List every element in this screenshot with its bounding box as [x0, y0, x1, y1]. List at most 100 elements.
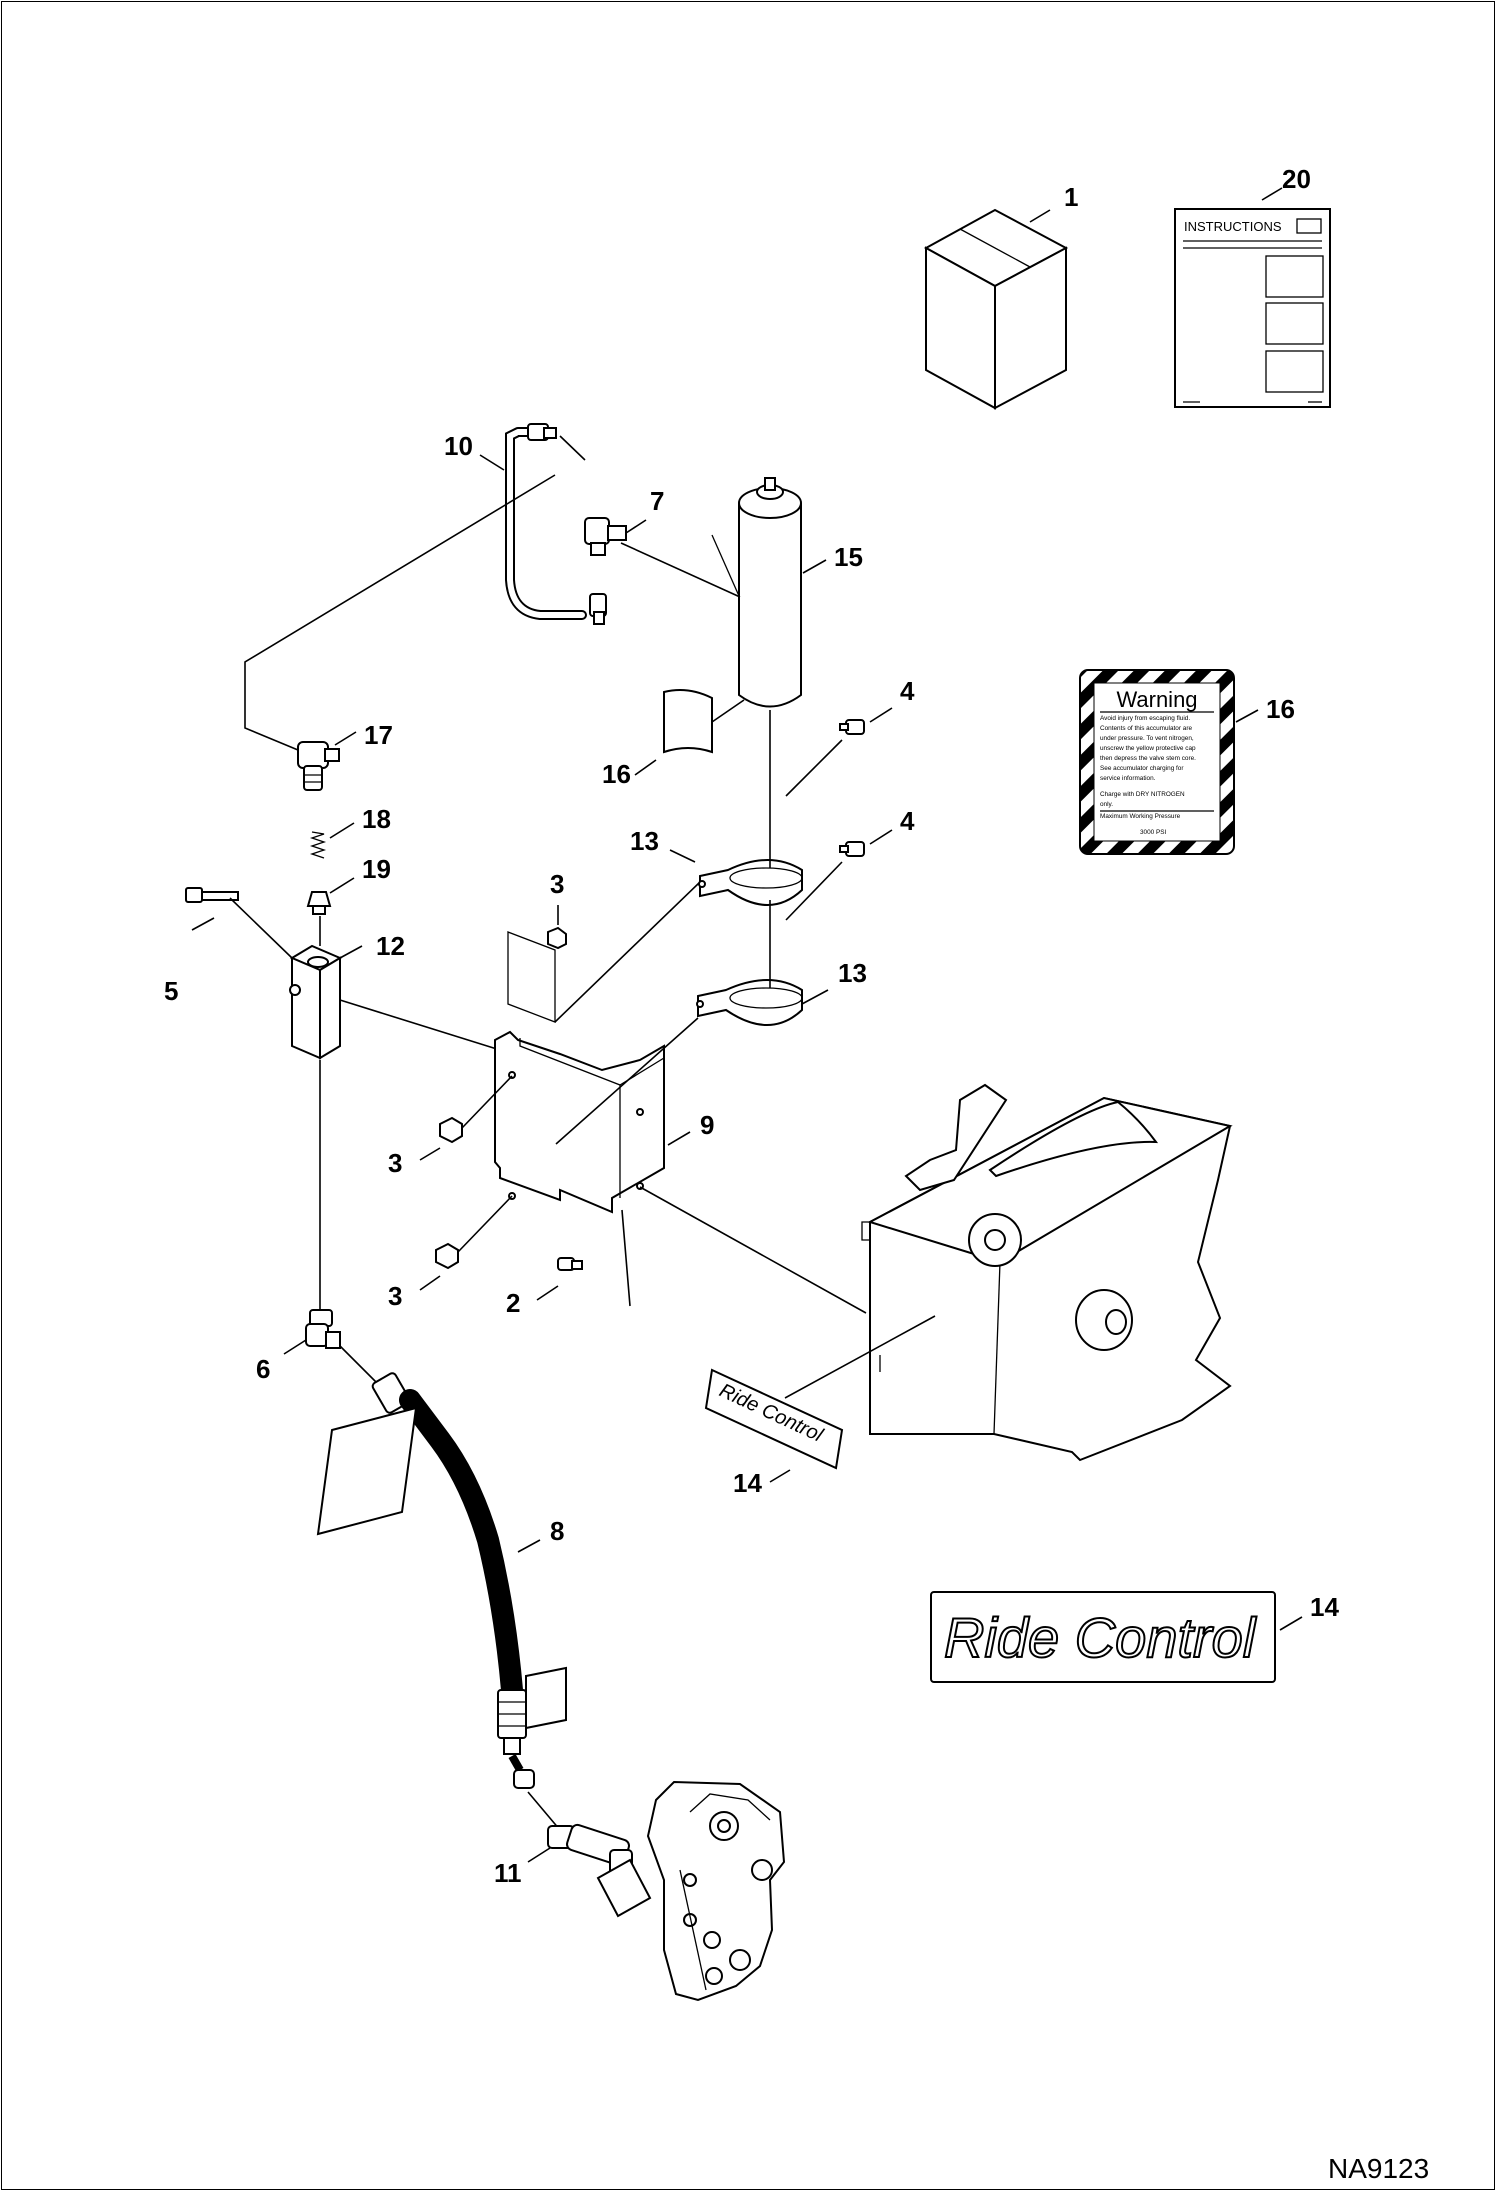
spring [309, 831, 327, 859]
leader-13b-to-9 [555, 1017, 699, 1145]
clamp-13b [696, 979, 803, 1026]
callout-3b: 3 [388, 1148, 402, 1178]
leader-8-to-11 [527, 1791, 561, 1831]
leader-4a-to-13 [785, 739, 843, 797]
warning-line-3: under pressure. To vent nitrogen, [1100, 735, 1194, 742]
ride-control-decal: Ride Control [930, 1591, 1276, 1683]
callout-4a: 4 [900, 676, 915, 706]
elbow-fitting-7 [584, 517, 627, 556]
callout-19: 19 [362, 854, 391, 884]
leader-10b [559, 435, 586, 461]
callout-6: 6 [256, 1354, 270, 1384]
ride-control-decal-small: Ride Control [704, 1368, 844, 1470]
clamp-13a [698, 859, 803, 906]
quick-coupler [547, 1823, 652, 1918]
warning-line-5: then depress the valve stem core. [1100, 755, 1196, 762]
callout-8: 8 [550, 1516, 564, 1546]
callout-14a: 14 [733, 1468, 762, 1498]
leader-19 [329, 877, 355, 894]
leader-9-bottom [621, 1209, 631, 1307]
instructions-sheet: INSTRUCTIONS [1174, 208, 1331, 408]
callout-15: 15 [834, 542, 863, 572]
warning-title: Warning [1116, 687, 1197, 712]
warning-line-1: Avoid injury from escaping fluid. [1100, 715, 1190, 722]
leader-2 [536, 1285, 559, 1301]
callout-18: 18 [362, 804, 391, 834]
leader-4b [869, 829, 893, 845]
elbow-fitting-6 [305, 1309, 341, 1349]
ride-control-text: Ride Control [944, 1606, 1257, 1669]
leader-8 [517, 1539, 541, 1553]
warning-line-6: See accumulator charging for [1100, 765, 1184, 772]
leader-14b [1279, 1616, 1303, 1631]
callout-17: 17 [364, 720, 393, 750]
leader-6 [283, 1339, 307, 1355]
callout-1: 1 [1064, 182, 1078, 212]
callout-3a: 3 [550, 869, 564, 899]
callout-10: 10 [444, 431, 473, 461]
warning-line-2: Contents of this accumulator are [1100, 725, 1192, 732]
callout-4b: 4 [900, 806, 915, 836]
leader-1 [1029, 209, 1051, 223]
valve-block [289, 944, 343, 1060]
leader-12-to-9 [339, 999, 501, 1051]
leader-5-to-12 [229, 897, 293, 959]
leader-15 [802, 559, 827, 574]
callout-14b: 14 [1310, 1592, 1339, 1622]
leader-3c [457, 1195, 513, 1253]
leader-10 [479, 454, 505, 471]
hose-tag [316, 1406, 418, 1536]
leader-17 [334, 731, 357, 746]
leader-14a [769, 1469, 791, 1483]
elbow-fitting-17 [297, 741, 340, 791]
leader-13b [801, 989, 829, 1005]
accumulator [711, 477, 802, 708]
warning-line-8: Charge with DRY NITROGEN [1100, 791, 1185, 798]
callout-20: 20 [1282, 164, 1311, 194]
warning-line-10: Maximum Working Pressure [1100, 813, 1181, 820]
leader-16a [634, 759, 657, 776]
loader-frame [861, 1083, 1233, 1462]
leader-4b-to-13 [785, 861, 843, 921]
leader-5 [191, 917, 215, 931]
leader-7 [625, 519, 647, 534]
warning-line-11: 3000 PSI [1140, 829, 1167, 836]
callout-13a: 13 [630, 826, 659, 856]
callout-12: 12 [376, 931, 405, 961]
callout-13b: 13 [838, 958, 867, 988]
leader-10-to-17 [244, 474, 556, 751]
decal-wrap-16 [663, 689, 713, 754]
callout-7: 7 [650, 486, 664, 516]
nut-3b [439, 1116, 463, 1144]
control-valve [646, 1780, 786, 2002]
leader-9-to-13a [554, 881, 701, 1023]
steel-tube [505, 423, 607, 625]
leader-7-to-15 [620, 542, 741, 598]
callout-11: 11 [494, 1858, 522, 1888]
leader-18 [329, 822, 355, 839]
instructions-title: INSTRUCTIONS [1184, 219, 1282, 234]
leader-14-to-frame [784, 1315, 936, 1399]
leader-13a [669, 849, 696, 863]
callout-9: 9 [700, 1110, 714, 1140]
warning-decal: Warning Avoid injury from escaping fluid… [1079, 669, 1235, 855]
leader-3b-label [419, 1147, 441, 1161]
leader-9 [667, 1131, 691, 1146]
leader-16b [1235, 709, 1259, 723]
nut-3c [435, 1242, 459, 1270]
callout-16a: 16 [602, 759, 631, 789]
callout-16b: 16 [1266, 694, 1295, 724]
bolt-5 [185, 887, 239, 903]
bolt-4a [839, 719, 865, 735]
mounting-bracket [494, 931, 665, 1214]
leader-3b [461, 1075, 513, 1129]
cone-part [306, 891, 332, 915]
leader-6-to-8 [339, 1345, 379, 1385]
leader-3c-label [419, 1275, 441, 1291]
kit-box [923, 208, 1069, 410]
warning-line-7: service information. [1100, 775, 1156, 782]
leader-20 [1261, 187, 1283, 201]
callout-2: 2 [506, 1288, 520, 1318]
